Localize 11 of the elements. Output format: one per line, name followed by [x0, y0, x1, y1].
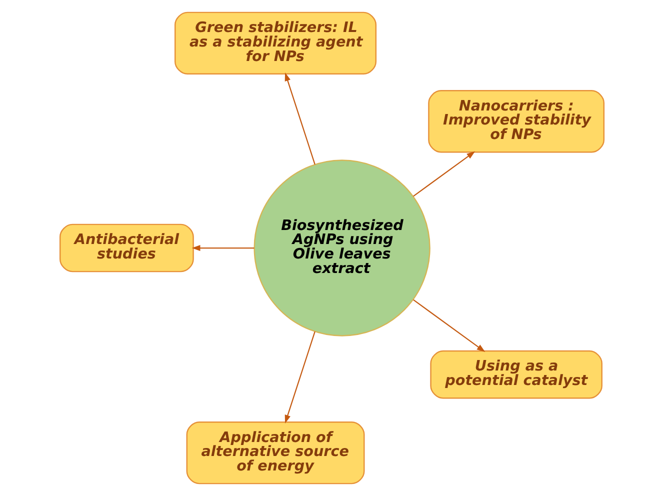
arrow — [284, 72, 316, 165]
arrow — [413, 299, 486, 352]
arrow — [192, 245, 254, 251]
node-box: Application of alternative source of energy — [186, 421, 365, 484]
node-box: Nanocarriers : Improved stability of NPs — [428, 90, 605, 153]
node-box: Green stabilizers: IL as a stabilizing agent for NPs — [174, 12, 377, 75]
arrow — [413, 151, 476, 197]
node-box: Antibacterial studies — [59, 224, 194, 272]
node-box: Using as a potential catalyst — [430, 350, 602, 399]
node-circle: Biosynthesized AgNPs using Olive leaves extract — [254, 160, 430, 336]
arrow — [284, 331, 316, 424]
